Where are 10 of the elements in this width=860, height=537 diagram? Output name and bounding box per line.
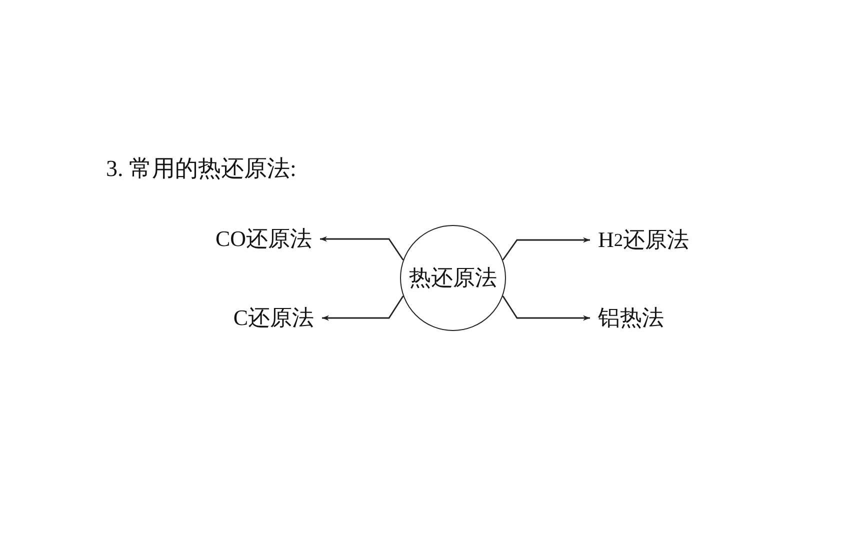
process-circle [400, 225, 506, 331]
arrow [502, 296, 590, 321]
title: 3. 常用的热还原法: [106, 155, 296, 183]
method-label: CO还原法 [215, 224, 312, 254]
arrow [502, 237, 590, 260]
circle-label: 热还原法 [409, 264, 497, 292]
method-label: C还原法 [233, 303, 314, 333]
arrow [322, 296, 404, 321]
method-label: 铝热法 [598, 303, 664, 333]
arrow [320, 236, 404, 260]
